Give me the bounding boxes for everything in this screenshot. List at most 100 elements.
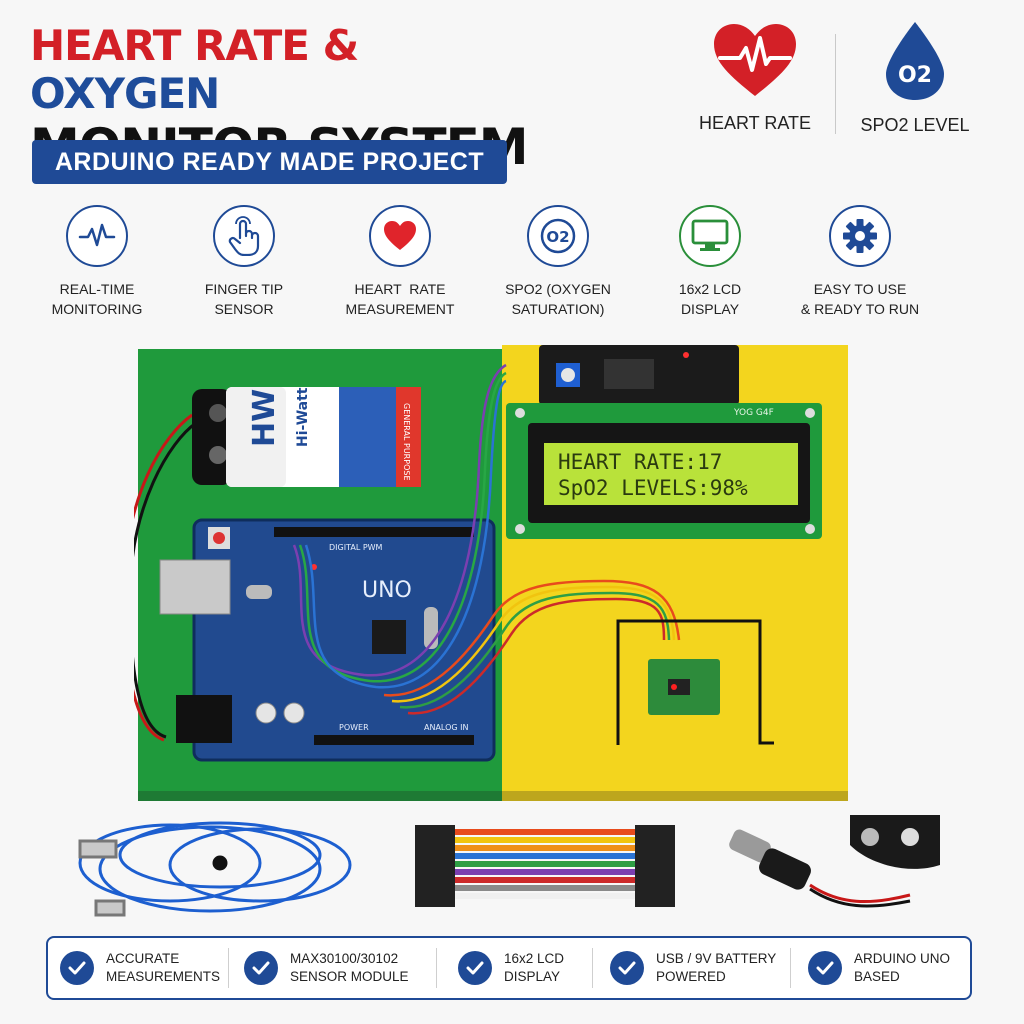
bottom-line1: 16x2 LCD: [504, 951, 565, 966]
feature-line2: SENSOR: [214, 301, 274, 317]
project-board-image: HW Hi-Watt GENERAL PURPOSE UNO DIGITAL P…: [134, 345, 848, 801]
badge-spo2-label: SPO2 LEVEL: [860, 115, 970, 135]
o2-icon: O2: [540, 218, 576, 254]
check-icon: [458, 951, 492, 985]
bottom-divider: [790, 948, 791, 988]
o2-icon-text: O2: [546, 228, 569, 246]
heart-icon: [384, 221, 416, 250]
feature-icon-circle: [829, 205, 891, 267]
bottom-divider: [228, 948, 229, 988]
feature-label: SPO2 (OXYGEN SATURATION): [483, 279, 633, 319]
feature-icon-circle: [679, 205, 741, 267]
bottom-item-text: ACCURATE MEASUREMENTS: [106, 950, 220, 986]
check-icon: [808, 951, 842, 985]
feature-easy: EASY TO USE & READY TO RUN: [785, 205, 935, 319]
digital-header: [274, 527, 474, 537]
jumper-wire-bundle: [415, 825, 675, 907]
feature-icon-circle: [66, 205, 128, 267]
feature-line1: EASY TO USE: [813, 281, 907, 297]
badge-divider: [835, 34, 836, 134]
feature-heart-rate: HEART RATE MEASUREMENT: [325, 205, 475, 319]
feature-label: EASY TO USE & READY TO RUN: [785, 279, 935, 319]
bottom-line2: BASED: [854, 969, 900, 984]
gear-icon: [843, 219, 877, 253]
bottom-line2: SENSOR MODULE: [290, 969, 409, 984]
feature-line2: DISPLAY: [680, 301, 740, 317]
feature-line2: SATURATION): [511, 301, 605, 317]
feature-line1: 16x2 LCD: [678, 281, 742, 297]
bottom-line2: POWERED: [656, 969, 726, 984]
title-oxygen: OXYGEN: [30, 69, 220, 118]
feature-spo2: O2 SPO2 (OXYGEN SATURATION): [483, 205, 633, 319]
finger-touch-icon: [228, 216, 260, 256]
feature-label: FINGER TIP SENSOR: [169, 279, 319, 319]
lcd-line-2: SpO2 LEVELS:98%: [558, 476, 748, 500]
bottom-item-arduino: ARDUINO UNO BASED: [808, 938, 950, 998]
feature-real-time: REAL-TIME MONITORING: [22, 205, 172, 319]
title-line-1: HEART RATE & OXYGEN: [30, 22, 530, 118]
jumper-wires: [292, 363, 681, 715]
arduino-power-label: POWER: [339, 723, 369, 732]
heart-pulse-icon: [714, 24, 796, 96]
max30100-sensor: [616, 619, 774, 745]
arduino-analog-label: ANALOG IN: [424, 723, 469, 732]
accessories-image: [78, 815, 940, 917]
lcd-module: YOG G4F HEART RATE:17 SpO2 LEVELS:98%: [506, 345, 822, 539]
feature-label: HEART RATE MEASUREMENT: [325, 279, 475, 319]
feature-line2: & READY TO RUN: [800, 301, 920, 317]
bottom-line2: DISPLAY: [504, 969, 561, 984]
check-icon: [610, 951, 644, 985]
check-icon: [244, 951, 278, 985]
feature-icon-circle: O2: [527, 205, 589, 267]
feature-icon-circle: [369, 205, 431, 267]
arduino-digital-label: DIGITAL PWM: [329, 543, 383, 552]
o2-drop-icon: O2: [886, 22, 944, 100]
arduino-uno-label: UNO: [362, 578, 412, 603]
bottom-item-accurate: ACCURATE MEASUREMENTS: [60, 938, 220, 998]
feature-line1: SPO2 (OXYGEN: [505, 281, 611, 297]
feature-lcd: 16x2 LCD DISPLAY: [635, 205, 785, 319]
feature-label: 16x2 LCD DISPLAY: [635, 279, 785, 319]
bottom-item-text: ARDUINO UNO BASED: [854, 950, 950, 986]
lcd-module-label: YOG G4F: [733, 408, 774, 418]
bottom-line2: MEASUREMENTS: [106, 969, 221, 984]
badge-spo2: O2 SPO2 LEVEL: [840, 20, 990, 136]
feature-line1: HEART RATE: [354, 281, 446, 297]
9v-battery: HW Hi-Watt GENERAL PURPOSE: [134, 387, 421, 742]
battery-side-label: GENERAL PURPOSE: [402, 403, 411, 481]
battery-snap-connector: [729, 815, 940, 908]
monitor-icon: [691, 219, 729, 251]
bottom-line1: USB / 9V BATTERY: [656, 951, 777, 966]
bottom-item-text: 16x2 LCD DISPLAY: [504, 950, 564, 986]
bottom-item-power: USB / 9V BATTERY POWERED: [610, 938, 776, 998]
pulse-wave-icon: [78, 223, 116, 247]
feature-line2: MONITORING: [51, 301, 143, 317]
bottom-divider: [592, 948, 593, 988]
finger-placement-frame: [616, 619, 774, 745]
feature-label: REAL-TIME MONITORING: [22, 279, 172, 319]
feature-finger-tip: FINGER TIP SENSOR: [169, 205, 319, 319]
arduino-uno-board: UNO DIGITAL PWM POWER ANALOG IN: [159, 518, 496, 762]
feature-line2: MEASUREMENT: [345, 301, 455, 317]
badge-heart-rate-label: HEART RATE: [698, 113, 812, 133]
usb-cable: [78, 821, 352, 917]
lcd-screen: [544, 443, 798, 505]
battery-logo: HW: [247, 389, 282, 447]
bottom-item-lcd: 16x2 LCD DISPLAY: [458, 938, 564, 998]
features-row: REAL-TIME MONITORING FINGER TIP SENSOR HEA…: [30, 205, 994, 320]
bottom-item-text: USB / 9V BATTERY POWERED: [656, 950, 776, 986]
feature-line1: FINGER TIP: [204, 281, 284, 297]
bottom-divider: [436, 948, 437, 988]
analog-header: [314, 735, 474, 745]
bottom-line1: ARDUINO UNO: [854, 951, 951, 966]
check-icon: [60, 951, 94, 985]
feature-line1: REAL-TIME: [59, 281, 135, 297]
bottom-line1: ACCURATE: [106, 951, 180, 966]
battery-brand: Hi-Watt: [295, 387, 311, 447]
badge-heart-rate: HEART RATE: [680, 20, 830, 134]
lcd-line-1: HEART RATE:17: [558, 450, 722, 474]
subtitle-banner: ARDUINO READY MADE PROJECT: [32, 140, 507, 184]
